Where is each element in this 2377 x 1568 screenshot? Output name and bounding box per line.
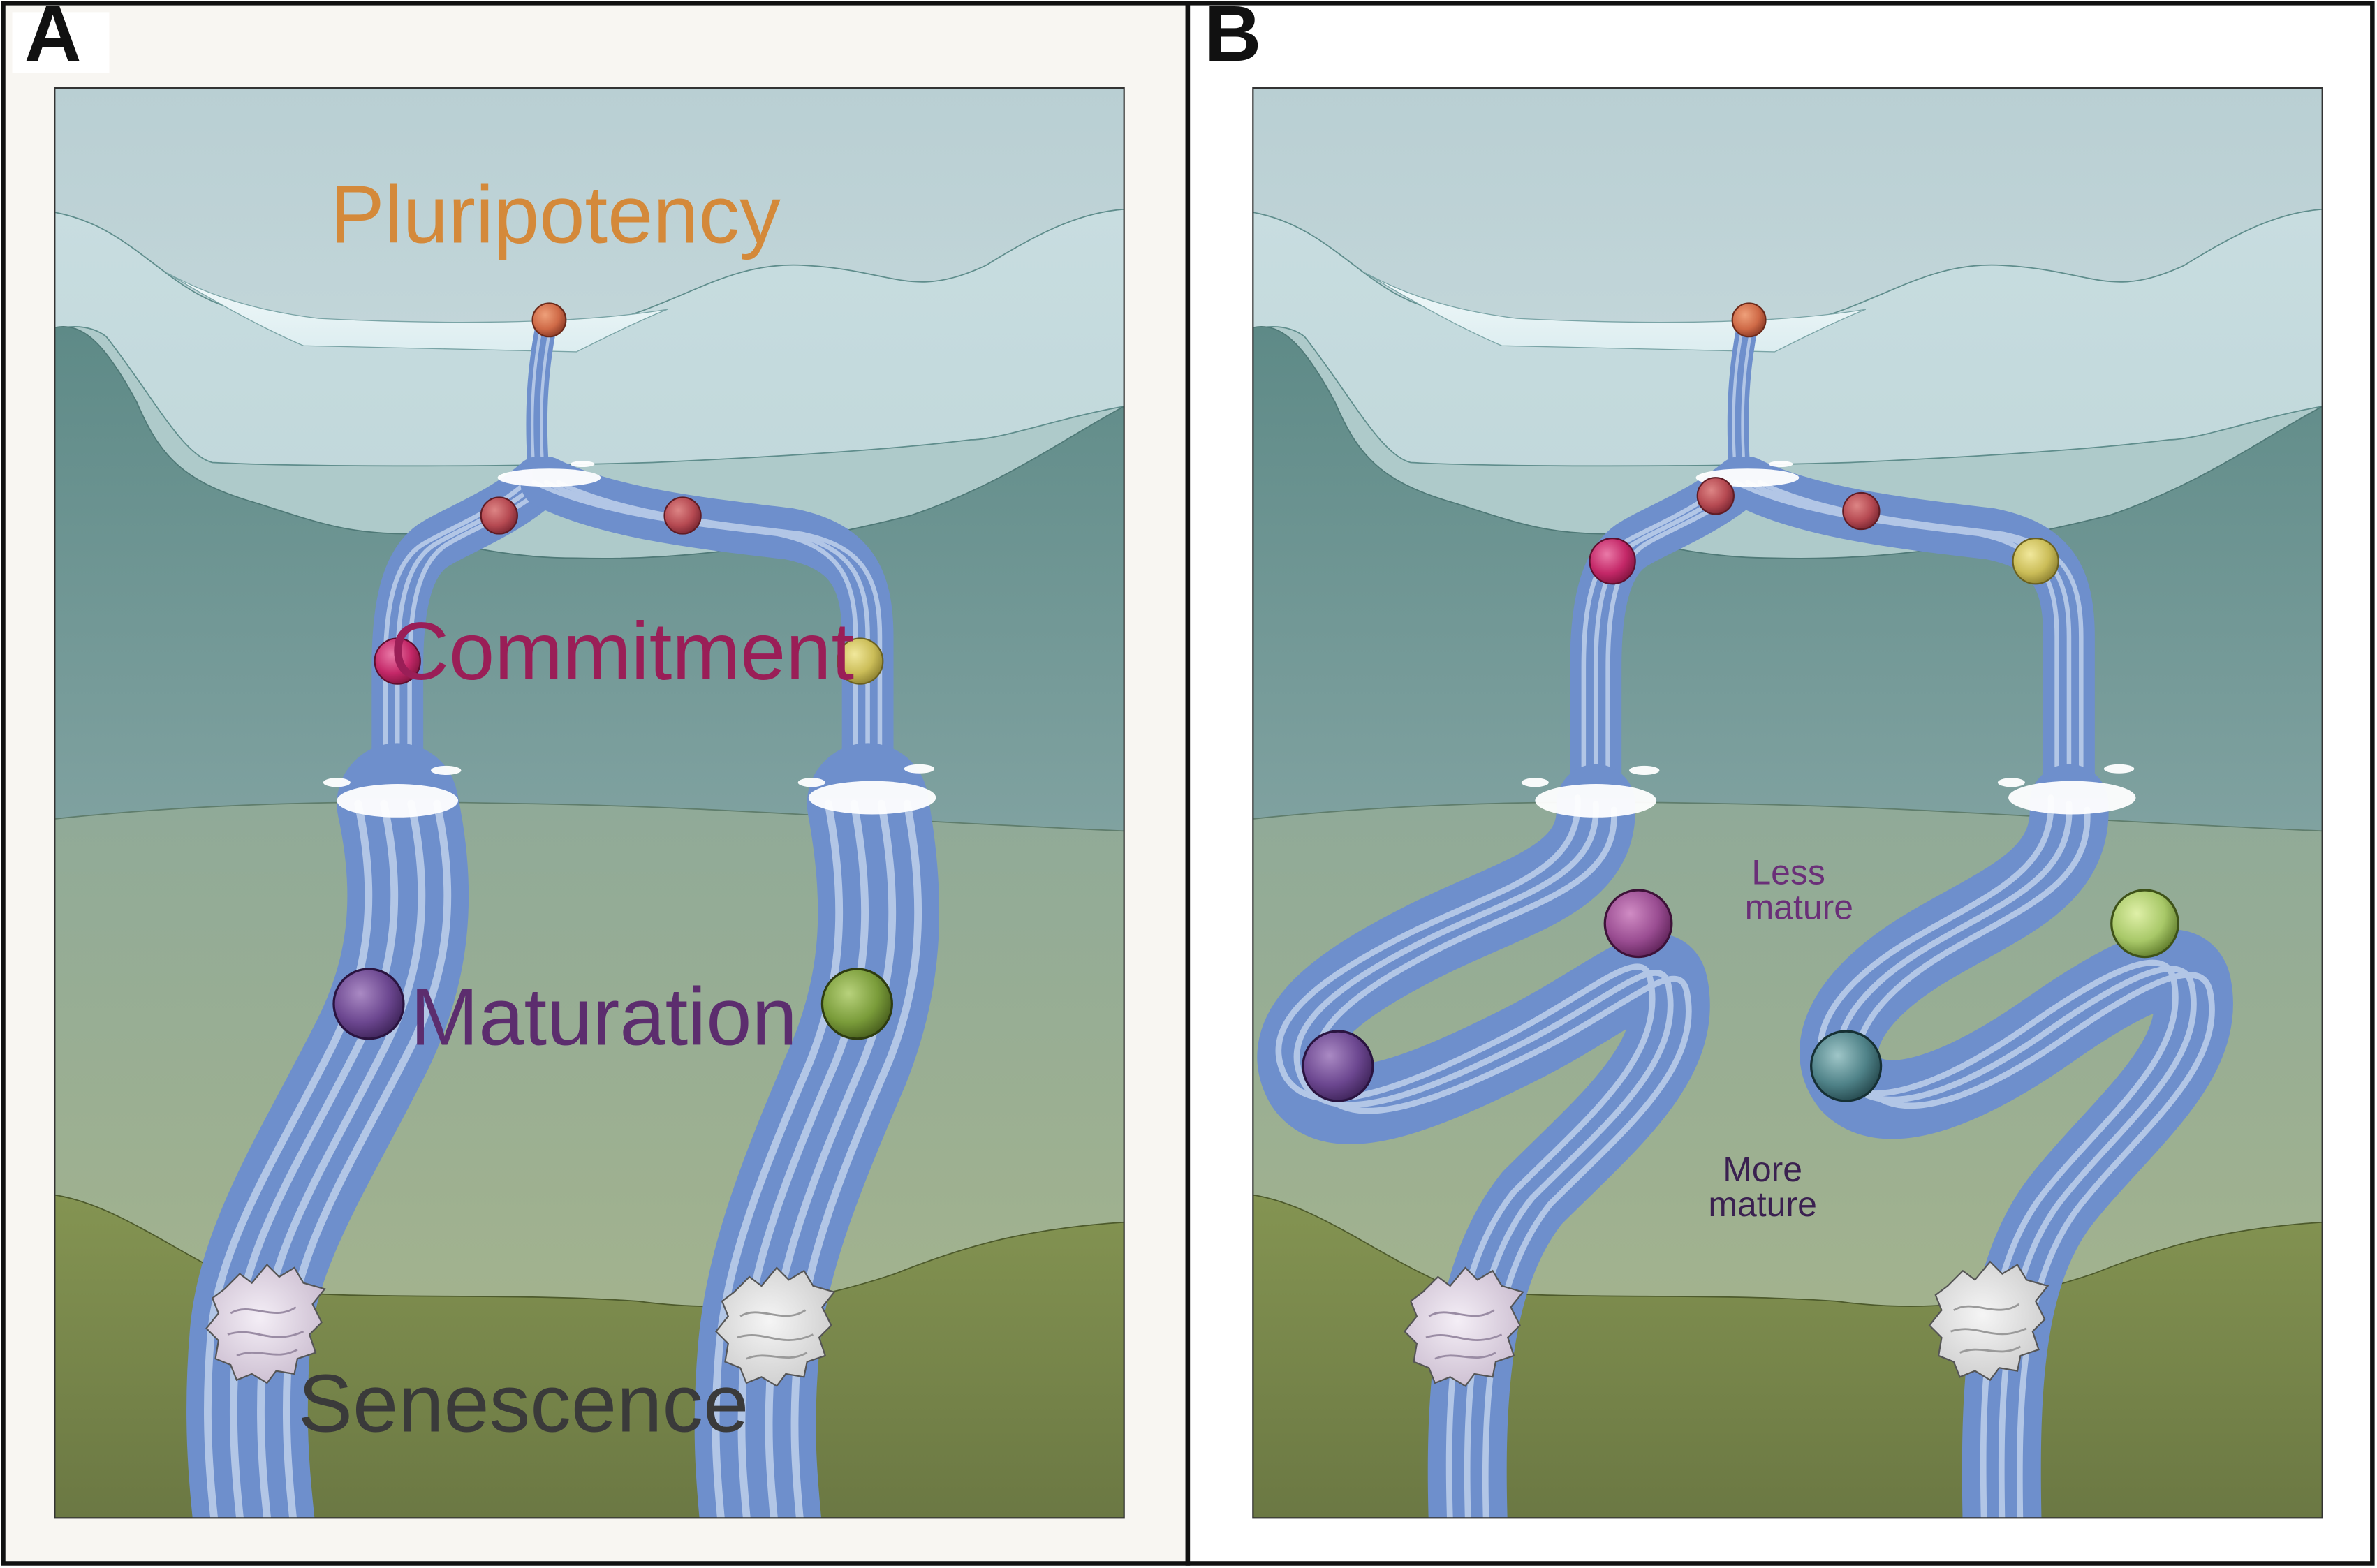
maturation-label: Maturation: [411, 971, 797, 1063]
pluripotent-cell-icon: [531, 302, 567, 338]
committed-cell-magenta-icon: [1589, 538, 1636, 585]
senescent-cell-right-icon: [714, 1266, 836, 1387]
progenitor-cell-left-icon: [480, 496, 518, 535]
committed-cell-magenta-icon: [374, 637, 421, 685]
less-mature-cell-green-icon: [2110, 889, 2179, 959]
progenitor-cell-right-icon: [1842, 491, 1881, 531]
river-system-a: [186, 315, 940, 1518]
more-mature-label-line1: More: [1723, 1150, 1802, 1189]
pluripotent-cell-icon: [1731, 302, 1767, 338]
panel-b: B: [1205, 0, 2323, 1519]
senescence-label: Senescence: [298, 1358, 749, 1449]
progenitor-cell-right-icon: [663, 496, 702, 535]
cells-b: [1302, 302, 2179, 1387]
mature-cell-purple-icon: [332, 968, 405, 1040]
less-mature-label-line2: mature: [1745, 887, 1853, 926]
committed-cell-yellow-icon: [2012, 538, 2059, 585]
panel-a-letter: A: [24, 0, 82, 77]
mature-cell-green-icon: [820, 968, 893, 1040]
more-mature-cell-purple-icon: [1302, 1030, 1374, 1102]
senescent-cell-right-icon: [1928, 1260, 2049, 1382]
commitment-label: Commitment: [390, 605, 854, 697]
less-mature-cell-purple-icon: [1603, 889, 1673, 959]
panel-a: A: [24, 0, 1125, 1519]
committed-cell-yellow-icon: [837, 637, 884, 685]
senescent-cell-left-icon: [205, 1263, 326, 1384]
cells-a: [205, 302, 893, 1387]
panel-b-letter: B: [1205, 0, 1262, 77]
progenitor-cell-left-icon: [1696, 477, 1735, 515]
river-system-b: [1257, 315, 2233, 1518]
pluripotency-label: Pluripotency: [330, 169, 781, 260]
less-mature-label-line1: Less: [1751, 852, 1825, 892]
more-mature-cell-teal-icon: [1810, 1030, 1883, 1102]
senescent-cell-left-icon: [1404, 1266, 1524, 1387]
more-mature-label-line2: mature: [1708, 1185, 1816, 1224]
